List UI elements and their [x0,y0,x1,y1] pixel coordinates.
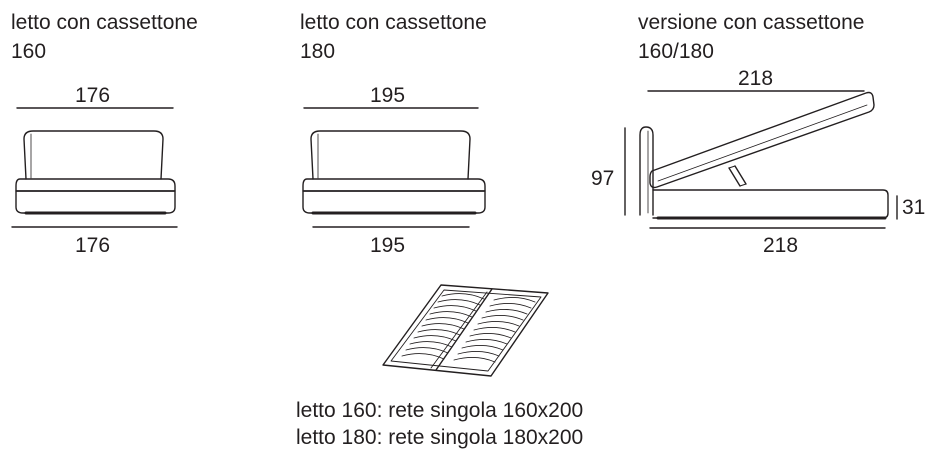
slat-base-outer-frame [382,284,549,377]
bed-180-subtitle: 180 [300,40,336,63]
bed-160-top-dimension-label: 176 [75,84,111,107]
storage-top-dimension-label: 218 [738,67,774,90]
storage-version-side-view [624,90,898,229]
bed-180-headboard [310,130,471,180]
bed-160-mattress-frame [15,178,176,192]
side-headboard [639,126,654,216]
bed-160-subtitle: 160 [11,40,47,63]
bed-180-title: letto con cassettone [300,11,487,34]
side-gas-piston [728,165,747,187]
storage-height-dimension-label: 97 [591,167,615,190]
side-storage-base [652,189,889,219]
bed-160-bottom-dimension-label: 176 [75,234,111,257]
storage-version-title: versione con cassettone [638,11,865,34]
slat-base-center-rail [435,288,493,371]
slat-base-slats [401,293,536,363]
storage-bottom-dimension-label: 218 [763,234,799,257]
bed-180-bottom-dimension-label: 195 [370,234,406,257]
bed-160-title: letto con cassettone [11,11,198,34]
bed-180-front-view [302,107,486,228]
bed-160-storage-base [15,190,176,214]
storage-version-subtitle: 160/180 [638,40,714,63]
slat-base-drawing [382,284,549,377]
slat-base-caption-160: letto 160: rete singola 160x200 [296,399,584,422]
bed-180-top-dimension-label: 195 [370,84,406,107]
bed-160-front-view [11,107,178,228]
bed-160-headboard [23,130,164,180]
storage-base-height-dimension-label: 31 [902,196,926,219]
bed-180-storage-base [302,190,486,214]
side-lifted-frame [649,91,875,189]
bed-180-mattress-frame [302,178,486,192]
slat-base-caption-180: letto 180: rete singola 180x200 [296,426,584,449]
